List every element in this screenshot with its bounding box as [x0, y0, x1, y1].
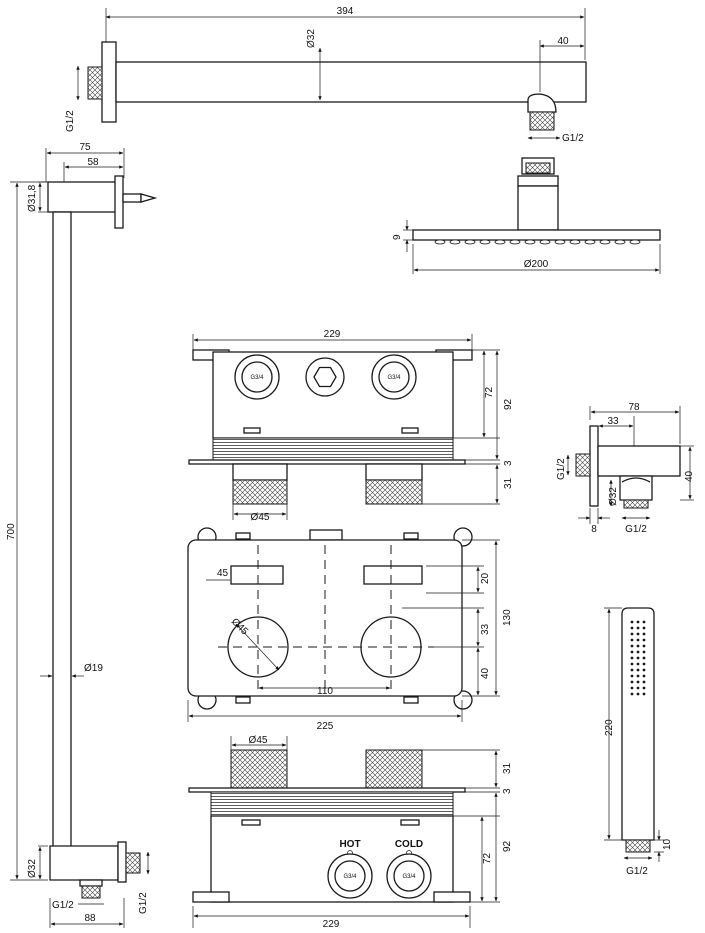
- arm-thread-right-label: G1/2: [562, 133, 584, 144]
- box-top-knob-label: Ø45: [251, 512, 270, 523]
- rail-top-inner-label: 58: [87, 157, 99, 168]
- box-top-port-left: G3/4: [250, 375, 264, 381]
- box-bottom-port-right: G3/4: [402, 874, 416, 880]
- hand-shower-view: 220 10 G1/2: [604, 607, 673, 877]
- valve-box-bottom-view: Ø45 HOT COLD G3/4 G3/4 31 3 72 92: [188, 735, 513, 930]
- rail-tube-label: Ø19: [84, 663, 103, 674]
- outlet-width-label: 78: [628, 402, 640, 413]
- box-top-width-label: 229: [324, 329, 341, 340]
- valve-box-top-view: 229 G3/4 G3/4 Ø45 72 92 3 31: [188, 329, 514, 523]
- rail-thread-left-label: G1/2: [52, 900, 74, 911]
- hand-shower-nozzles: [630, 620, 646, 696]
- plate-h20-label: 20: [480, 572, 491, 584]
- head-diameter-label: Ø200: [524, 259, 549, 270]
- rail-bracket-diameter-label: Ø31,8: [27, 184, 38, 212]
- box-bottom-h31-label: 31: [502, 762, 513, 774]
- outlet-diameter-label: Ø32: [608, 487, 619, 506]
- arm-length-label: 394: [337, 6, 354, 17]
- arm-diameter-label: Ø32: [306, 29, 317, 48]
- box-bottom-h92-label: 92: [502, 840, 513, 852]
- rail-bottom-diameter-label: Ø32: [27, 859, 38, 878]
- box-top-h72-label: 72: [484, 386, 495, 398]
- outlet-thread-label: G1/2: [556, 458, 567, 480]
- box-bottom-width-label: 229: [323, 919, 340, 930]
- plate-w45-label: 45: [217, 568, 229, 579]
- outlet-height-label: 40: [684, 470, 695, 482]
- outlet-thread-bottom-label: G1/2: [625, 524, 647, 535]
- shower-head-view: 9 Ø200: [392, 157, 661, 274]
- plate-h130-label: 130: [502, 609, 513, 626]
- outlet-inner-label: 33: [607, 416, 619, 427]
- rail-thread-right-label: G1/2: [138, 892, 149, 914]
- hand-shower-thread-label: G1/2: [626, 866, 648, 877]
- box-top-h3-label: 3: [503, 460, 514, 466]
- arm-thread-left-label: G1/2: [65, 110, 76, 132]
- shower-arm-view: 394 Ø32 40 G1/2 G1/2: [65, 6, 587, 144]
- wall-outlet-view: 78 33 G1/2 40 Ø32 8 G1/2: [556, 402, 695, 535]
- plate-width-label: 225: [317, 721, 334, 732]
- rail-length-label: 700: [6, 523, 17, 540]
- rail-bottom-width-label: 88: [84, 913, 96, 924]
- head-height-label: 9: [392, 234, 403, 240]
- hot-label: HOT: [339, 839, 360, 850]
- box-top-port-right: G3/4: [387, 375, 401, 381]
- outlet-flange-label: 8: [591, 524, 597, 535]
- arm-elbow-label: 40: [557, 36, 569, 47]
- rail-top-width-label: 75: [79, 142, 91, 153]
- hand-shower-length-label: 220: [604, 719, 615, 736]
- slide-rail-view: 75 58 Ø31,8 700 Ø19 Ø32 G1/2 G1/2: [6, 142, 158, 928]
- plate-spacing-label: 110: [317, 686, 333, 697]
- plate-h40-label: 40: [480, 667, 491, 679]
- box-bottom-port-left: G3/4: [343, 874, 357, 880]
- box-bottom-h3-label: 3: [502, 788, 513, 794]
- hand-shower-end-label: 10: [662, 838, 673, 850]
- box-bottom-knob-label: Ø45: [249, 735, 268, 746]
- box-top-h92-label: 92: [503, 398, 514, 410]
- cold-label: COLD: [395, 839, 423, 850]
- plate-h33-label: 33: [480, 623, 491, 635]
- box-top-h31-label: 31: [503, 477, 514, 489]
- front-plate-view: 45 Ø45 110 225 20 130 33 40: [187, 527, 513, 732]
- box-bottom-h72-label: 72: [482, 852, 493, 864]
